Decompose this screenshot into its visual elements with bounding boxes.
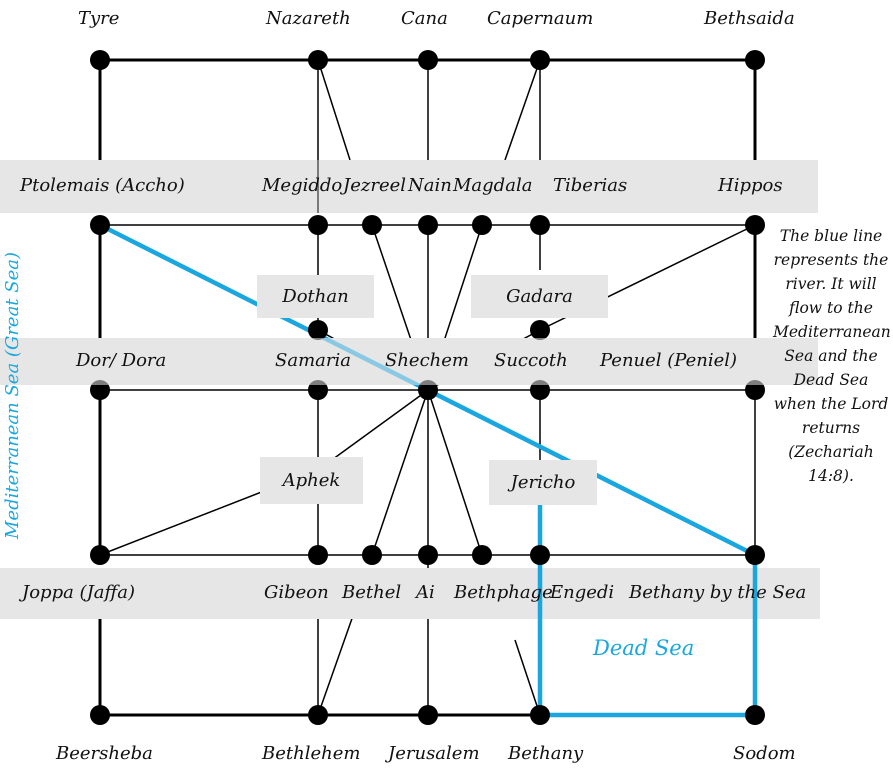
node-dor [90, 380, 110, 400]
node-bethany-by-sea [745, 545, 765, 565]
label-bethel: Bethel [342, 582, 402, 603]
label-shechem: Shechem [385, 350, 469, 371]
label-dead-sea: Dead Sea [593, 636, 695, 660]
node-magdala [472, 215, 492, 235]
band-bottom [0, 568, 820, 619]
node-points [90, 50, 765, 725]
label-gibeon: Gibeon [264, 582, 329, 603]
node-bethel [362, 545, 382, 565]
label-mediterranean-sea: Mediterranean Sea (Great Sea) [2, 252, 23, 539]
node-tyre [90, 50, 110, 70]
label-bethany-by-sea: Bethany by the Sea [629, 582, 807, 603]
label-jerusalem: Jerusalem [388, 743, 480, 764]
label-hippos: Hippos [718, 175, 783, 196]
node-capernaum [530, 50, 550, 70]
label-tyre: Tyre [78, 8, 120, 29]
label-bethlehem: Bethlehem [262, 743, 361, 764]
middle-band-overlay [0, 338, 818, 385]
label-succoth: Succoth [494, 350, 568, 371]
node-megiddo [308, 215, 328, 235]
label-ptolemais: Ptolemais (Accho) [20, 175, 185, 196]
node-ai [418, 545, 438, 565]
node-ptolemais [90, 215, 110, 235]
node-joppa [90, 545, 110, 565]
node-bethany [530, 705, 550, 725]
node-gibeon [308, 545, 328, 565]
label-cana: Cana [401, 8, 448, 29]
label-bethphage: Bethphage [454, 582, 553, 603]
label-dothan: Dothan [257, 275, 374, 318]
label-gadara: Gadara [471, 275, 608, 318]
river-note: The blue line represents the river. It w… [773, 227, 891, 485]
label-aphek: Aphek [260, 457, 363, 504]
node-shechem [418, 380, 438, 400]
label-jericho: Jericho [489, 460, 597, 505]
label-megiddo: Megiddo [262, 175, 343, 196]
node-engedi [530, 545, 550, 565]
label-engedi: Engedi [550, 582, 615, 603]
node-cana [418, 50, 438, 70]
node-bethlehem [308, 705, 328, 725]
label-jezreel: Jezreel [343, 175, 407, 196]
node-bethsaida [745, 50, 765, 70]
label-nain: Nain [408, 175, 452, 196]
label-magdala: Magdala [453, 175, 533, 196]
label-samaria: Samaria [275, 350, 351, 371]
node-jerusalem [418, 705, 438, 725]
label-capernaum: Capernaum [487, 8, 594, 29]
label-dor: Dor/ Dora [76, 350, 167, 371]
label-ai: Ai [416, 582, 435, 603]
label-beersheba: Beersheba [56, 743, 153, 764]
band-top [0, 160, 818, 213]
node-samaria [308, 380, 328, 400]
node-succoth [530, 380, 550, 400]
node-penuel [745, 380, 765, 400]
node-tiberias [530, 215, 550, 235]
label-nazareth: Nazareth [266, 8, 351, 29]
label-sodom: Sodom [733, 743, 796, 764]
label-bethsaida: Bethsaida [704, 8, 795, 29]
node-sodom [745, 705, 765, 725]
label-bethany: Bethany [508, 743, 584, 764]
label-tiberias: Tiberias [553, 175, 628, 196]
node-hippos [745, 215, 765, 235]
node-bethphage [472, 545, 492, 565]
node-jezreel [362, 215, 382, 235]
label-joppa: Joppa (Jaffa) [22, 582, 136, 603]
node-nain [418, 215, 438, 235]
node-gadara [530, 320, 550, 340]
node-beersheba [90, 705, 110, 725]
label-penuel: Penuel (Peniel) [600, 350, 738, 371]
node-nazareth [308, 50, 328, 70]
node-dothan [308, 320, 328, 340]
